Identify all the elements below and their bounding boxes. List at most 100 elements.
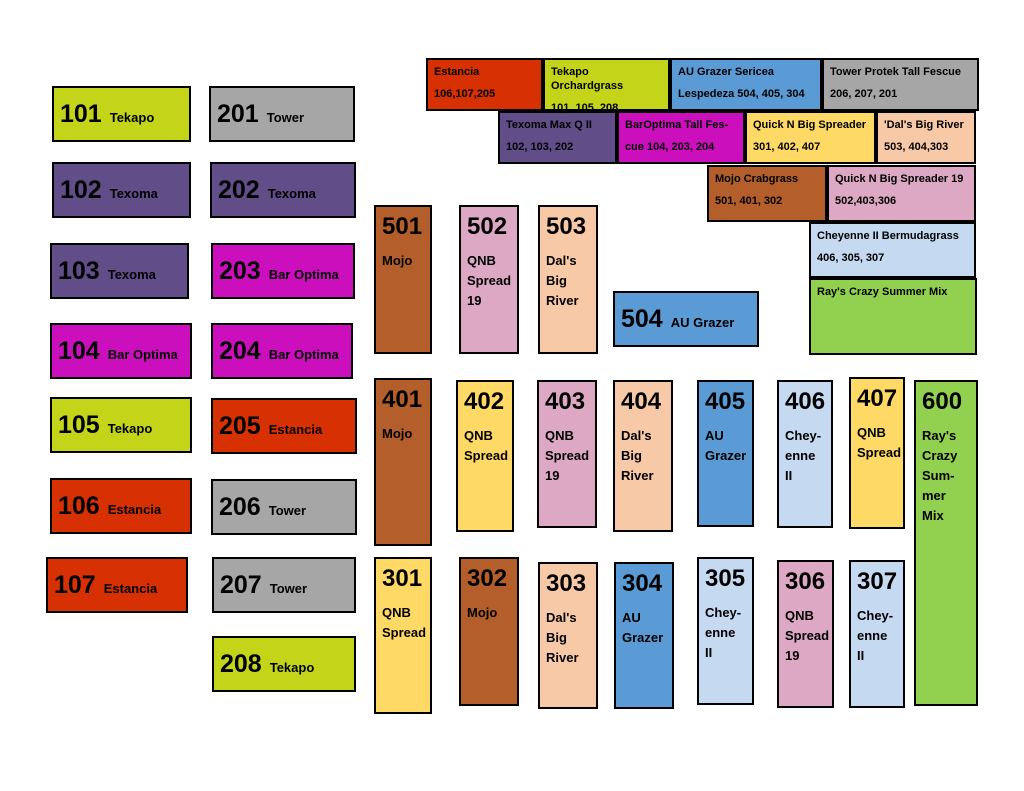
legend-plot-list: Lespedeza 504, 405, 304 [678,88,805,100]
legend-box: Texoma Max Q II 102, 103, 202 [498,111,617,164]
plot-variety: Chey- enne II [857,608,894,663]
plot-variety: AU Grazer [670,314,735,330]
plot-number: 303 [546,570,587,597]
plot-number: 304 [622,570,663,597]
plot-number: 306 [785,568,826,595]
plot-variety: Dal's Big River [546,253,579,308]
plot-207: 207 Tower [212,557,356,613]
legend-box: Tekapo Orchardgrass 101, 105, 208 [543,58,670,111]
plot-number: 504 [621,304,663,333]
plot-variety: QNB Spread [382,605,427,640]
plot-number: 103 [58,256,100,285]
plot-number: 402 [464,388,505,415]
plot-variety: Chey- enne II [705,605,742,660]
legend-plot-list: 106,107,205 [434,88,496,100]
plot-number: 201 [217,99,259,128]
legend-box: Ray's Crazy Summer Mix [809,278,977,355]
plot-variety: Bar Optima [107,346,178,362]
plot-variety: AU Grazer [705,428,747,463]
plot-number: 206 [219,492,261,521]
plot-variety: Dal's Big River [546,610,579,665]
plot-variety: Texoma [267,185,316,201]
legend-plot-list: 101, 105, 208 [551,102,619,111]
plot-variety: Tower [269,580,308,596]
legend-plot-list: cue 104, 203, 204 [625,141,715,153]
plot-number: 301 [382,565,423,592]
plot-number: 104 [58,336,100,365]
legend-variety-name: Quick N Big Spreader [753,119,867,131]
plot-variety: QNB Spread 19 [785,608,830,663]
plot-number: 502 [467,213,508,240]
plot-number: 405 [705,388,746,415]
plot-variety: Estancia [107,501,162,517]
plot-variety: QNB Spread [464,428,509,463]
plot-number: 404 [621,388,662,415]
plot-number: 307 [857,568,898,595]
plot-number: 205 [219,411,261,440]
plot-104: 104 Bar Optima [50,323,192,379]
plot-variety: Bar Optima [268,266,339,282]
plot-variety: Tower [268,502,307,518]
plot-variety: QNB Spread 19 [545,428,590,483]
plot-number: 501 [382,213,423,240]
legend-plot-list: 503, 404,303 [884,141,949,153]
plot-variety: Ray's Crazy Sum- mer Mix [922,428,958,523]
legend-box: 'Dal's Big River 503, 404,303 [876,111,976,164]
plot-number: 403 [545,388,586,415]
plot-number: 207 [220,570,262,599]
plot-variety: Tekapo [107,420,153,436]
legend-plot-list: 301, 402, 407 [753,141,821,153]
plot-variety: Estancia [103,580,158,596]
plot-variety: AU Grazer [622,610,664,645]
legend-plot-list: 501, 401, 302 [715,195,783,207]
plot-variety: Mojo [382,253,413,268]
plot-504: 504 AU Grazer [613,291,759,347]
plot-number: 302 [467,565,508,592]
plot-405: 405 AU Grazer [697,380,754,527]
legend-variety-name: Texoma Max Q II [506,119,592,131]
legend-variety-name: Tower Protek Tall Fescue [830,66,962,78]
plot-number: 401 [382,386,423,413]
plot-number: 203 [219,256,261,285]
plot-number: 204 [219,336,261,365]
legend-variety-name: Ray's Crazy Summer Mix [817,286,948,298]
legend-plot-list: 102, 103, 202 [506,141,574,153]
plot-variety: Tower [266,109,305,125]
plot-number: 106 [58,491,100,520]
plot-variety: QNB Spread [857,425,902,460]
plot-variety: Tekapo [109,109,155,125]
legend-variety-name: Tekapo Orchardgrass [551,66,624,92]
plot-101: 101 Tekapo [52,86,191,142]
plot-variety: Mojo [467,605,498,620]
plot-number: 600 [922,388,963,415]
plot-number: 305 [705,565,746,592]
plot-variety: Estancia [268,421,323,437]
plot-variety: Dal's Big River [621,428,654,483]
plot-number: 503 [546,213,587,240]
legend-variety-name: 'Dal's Big River [884,119,964,131]
plot-203: 203 Bar Optima [211,243,355,299]
plot-number: 407 [857,385,898,412]
legend-box: Tower Protek Tall Fescue 206, 207, 201 [822,58,979,111]
legend-box: Quick N Big Spreader 301, 402, 407 [745,111,876,164]
legend-variety-name: Mojo Crabgrass [715,173,799,185]
legend-plot-list: 206, 207, 201 [830,88,898,100]
plot-number: 101 [60,99,102,128]
